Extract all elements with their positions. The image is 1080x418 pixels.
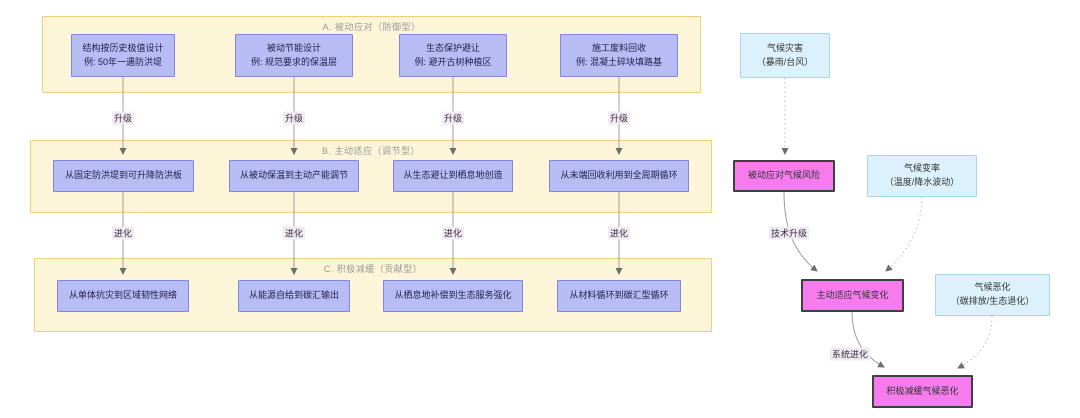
matrix-box-active-energy-regulation-line1: 从被动保温到主动产能调节: [239, 170, 348, 181]
matrix-box-eco-avoidance-line2: 例: 避开古树种植区: [414, 56, 492, 67]
tech-upgrade-label: 技术升级: [768, 226, 810, 240]
flow-node-positive-mitigation: 积极减缓气候恶化: [872, 375, 973, 408]
matrix-box-eco-service-enhancement-line1: 从栖息地补偿到生态服务强化: [394, 290, 512, 301]
flow-node-positive-mitigation-line1: 积极减缓气候恶化: [886, 385, 959, 396]
matrix-box-passive-energy-line2: 例: 规范要求的保温层: [250, 56, 337, 67]
flow-node-climate-disaster-line1: 气候灾害: [766, 42, 803, 53]
edge-variability-dotted: [885, 196, 923, 272]
flow-node-active-adaptation: 主动适应气候变化: [801, 279, 904, 312]
matrix-box-waste-recycle: 施工废料回收 例: 混凝土碎块填路基: [560, 34, 678, 77]
band-b-title: B. 主动适应（调节型）: [321, 146, 420, 156]
matrix-box-full-cycle-line1: 从末端回收利用到全周期循环: [560, 170, 678, 181]
upgrade-label-4: 升级: [607, 111, 631, 125]
matrix-box-passive-energy-line1: 被动节能设计: [266, 42, 321, 53]
matrix-box-liftable-floodboard-line1: 从固定防洪堤到可升降防洪板: [64, 170, 182, 181]
upgrade-label-2: 升级: [282, 111, 306, 125]
matrix-box-full-cycle: 从末端回收利用到全周期循环: [549, 160, 689, 192]
matrix-box-resilience-network: 从单体抗灾到区域韧性网络: [57, 280, 189, 312]
evolve-label-1: 进化: [111, 226, 135, 240]
band-a-title: A. 被动应对（防御型）: [322, 22, 421, 32]
flow-node-climate-variability-line1: 气候变率: [903, 163, 940, 174]
matrix-box-carbon-sink-cycle-line1: 从材料循环到碳汇型循环: [569, 290, 669, 301]
matrix-box-waste-recycle-line2: 例: 混凝土碎块填路基: [575, 56, 662, 67]
flow-node-climate-variability: 气候变率 （温度/降水波动）: [867, 155, 977, 197]
flow-node-climate-deterioration-line2: （碳排放/生态退化）: [950, 296, 1035, 306]
matrix-box-eco-avoidance-line1: 生态保护避让: [425, 42, 480, 53]
matrix-box-historic-design: 结构按历史极值设计 例: 50年一遇防洪堤: [71, 34, 175, 77]
matrix-box-historic-design-line1: 结构按历史极值设计: [82, 42, 164, 53]
matrix-box-eco-service-enhancement: 从栖息地补偿到生态服务强化: [383, 280, 523, 312]
matrix-box-habitat-creation-line1: 从生态避让到栖息地创造: [403, 170, 503, 181]
evolve-label-3: 进化: [441, 226, 465, 240]
matrix-box-historic-design-line2: 例: 50年一遇防洪堤: [83, 56, 162, 67]
matrix-box-passive-energy: 被动节能设计 例: 规范要求的保温层: [235, 34, 353, 77]
flow-node-climate-disaster-line2: （暴雨/台风）: [756, 56, 814, 67]
matrix-box-habitat-creation: 从生态避让到栖息地创造: [393, 160, 513, 192]
evolve-label-4: 进化: [607, 226, 631, 240]
flow-node-climate-deterioration: 气候恶化 （碳排放/生态退化）: [935, 274, 1050, 316]
flow-node-climate-disaster: 气候灾害 （暴雨/台风）: [740, 33, 830, 78]
flow-node-climate-variability-line2: （温度/降水波动）: [884, 177, 960, 187]
evolve-label-2: 进化: [282, 226, 306, 240]
matrix-box-eco-avoidance: 生态保护避让 例: 避开古树种植区: [399, 34, 507, 77]
flow-node-climate-deterioration-line1: 气候恶化: [974, 282, 1011, 293]
system-evolution-label: 系统进化: [829, 347, 871, 361]
matrix-box-active-energy-regulation: 从被动保温到主动产能调节: [229, 160, 359, 192]
matrix-box-carbon-sink-output: 从能源自给到碳汇输出: [238, 280, 350, 312]
matrix-box-carbon-sink-output-line1: 从能源自给到碳汇输出: [248, 290, 339, 301]
upgrade-label-1: 升级: [111, 111, 135, 125]
band-c-title: C. 积极减缓（贡献型）: [323, 264, 423, 274]
flow-node-passive-response-line1: 被动应对气候风险: [747, 170, 820, 181]
edge-deterioration-dotted: [957, 315, 993, 369]
matrix-box-carbon-sink-cycle: 从材料循环到碳汇型循环: [557, 280, 681, 312]
matrix-box-liftable-floodboard: 从固定防洪堤到可升降防洪板: [53, 160, 194, 192]
matrix-box-resilience-network-line1: 从单体抗灾到区域韧性网络: [68, 290, 177, 301]
upgrade-label-3: 升级: [441, 111, 465, 125]
flow-node-passive-response: 被动应对气候风险: [733, 160, 835, 192]
matrix-box-waste-recycle-line1: 施工废料回收: [591, 42, 646, 53]
flow-node-active-adaptation-line1: 主动适应气候变化: [816, 289, 889, 300]
